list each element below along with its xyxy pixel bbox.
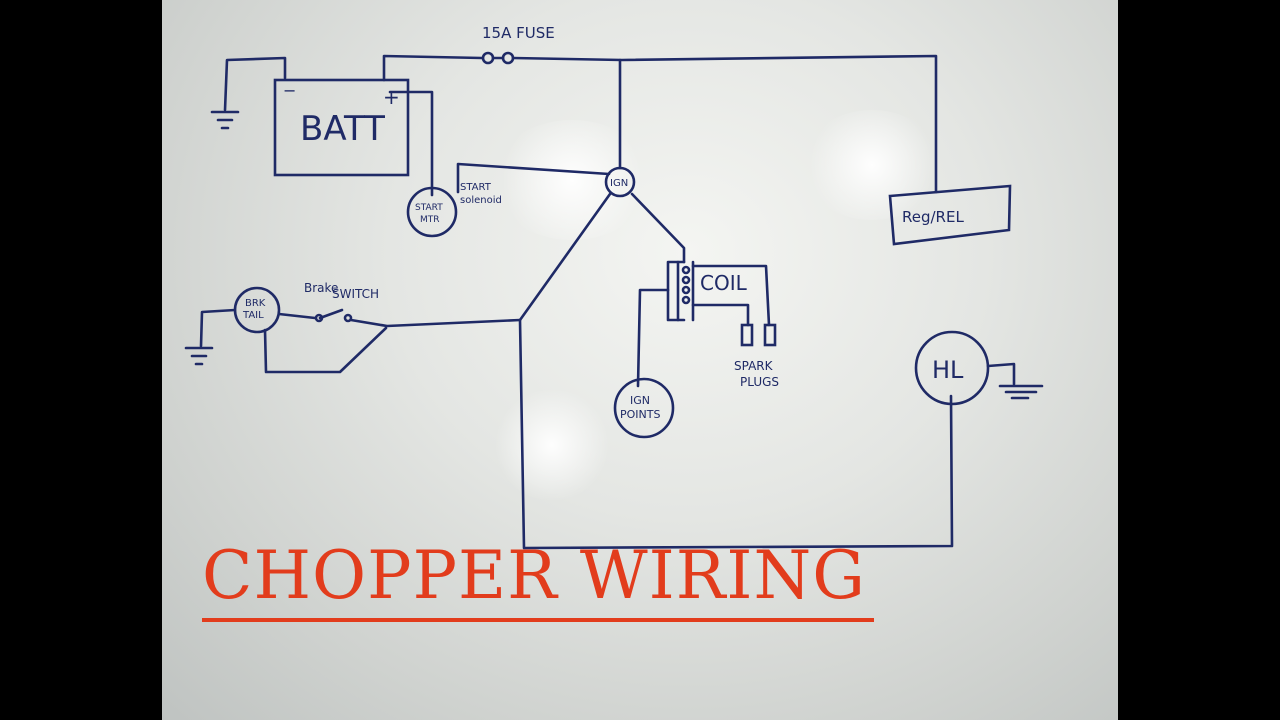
ignition-points: [613, 377, 675, 439]
battery-label: BATT: [300, 109, 385, 149]
spark-plug-1: [740, 323, 754, 347]
battery-negative-label: −: [283, 81, 296, 100]
start-motor-label-2: MTR: [420, 215, 440, 225]
battery-positive-label: +: [383, 85, 400, 109]
start-solenoid-label-1: START: [460, 182, 492, 193]
ground-symbol: [998, 384, 1044, 400]
ignition-points-label-2: POINTS: [620, 408, 660, 421]
diagram-title: CHOPPER WIRING: [202, 537, 866, 614]
junction-to-headlight-wire: [518, 318, 954, 550]
start-solenoid-label-2: solenoid: [460, 195, 502, 206]
battery-box: [273, 78, 410, 177]
coil-to-points-wire: [636, 288, 670, 388]
ignition-switch-label: IGN: [610, 178, 628, 189]
start-motor-label-1: START: [415, 203, 443, 213]
ignition-points-label-1: IGN: [630, 394, 650, 407]
brake-tail-ground-wire: [199, 308, 237, 348]
headlight: [914, 330, 990, 406]
brake-tail-label-2: TAIL: [242, 310, 264, 321]
regulator-label: Reg/REL: [902, 208, 964, 226]
start-motor-wire: [388, 90, 434, 197]
regulator-box: [888, 184, 1012, 246]
start-solenoid-wire: [456, 162, 611, 194]
spark-plugs-label-2: PLUGS: [740, 375, 779, 389]
start-motor: [406, 186, 458, 238]
brake-switch-contact-2: [343, 313, 353, 323]
coil-label: COIL: [700, 271, 748, 295]
fuse-symbol: [481, 51, 515, 65]
brake-switch-lever: [318, 308, 344, 320]
main-power-wire: [511, 54, 938, 194]
ground-symbol: [210, 110, 240, 130]
brake-to-switch-wire: [277, 312, 317, 320]
coil-primary-wire: [666, 260, 686, 322]
brake-tail-label-1: BRK: [245, 298, 266, 309]
ignition-to-coil-wire: [630, 192, 686, 264]
ignition-to-junction-wire: [518, 192, 612, 322]
brake-switch-label-2: SWITCH: [332, 287, 379, 301]
wiring-diagram: BATT − + 15A FUSE Reg/REL START MTR STAR: [184, 24, 1044, 622]
battery-positive-wire: [382, 54, 484, 82]
coil-to-plug-2-wire: [691, 264, 771, 327]
spark-plug-2: [763, 323, 777, 347]
tail-light-wire: [263, 326, 388, 374]
brake-switch-to-junction-wire: [349, 318, 522, 328]
fuse-label: 15A FUSE: [482, 24, 555, 42]
coil-symbol: [676, 260, 695, 322]
ignition-switch: [604, 166, 636, 198]
headlight-label: HL: [932, 356, 964, 384]
light-glare: [802, 110, 942, 220]
whiteboard: BATT − + 15A FUSE Reg/REL START MTR STAR: [162, 0, 1118, 720]
battery-ground-wire: [223, 56, 287, 112]
ground-symbol: [184, 346, 214, 366]
brake-switch-label-1: Brake: [304, 281, 338, 295]
light-glare: [492, 390, 612, 500]
headlight-ground-wire: [986, 362, 1016, 386]
coil-to-plug-1-wire: [691, 303, 750, 327]
light-glare: [492, 120, 652, 240]
spark-plugs-label-1: SPARK: [734, 359, 774, 373]
